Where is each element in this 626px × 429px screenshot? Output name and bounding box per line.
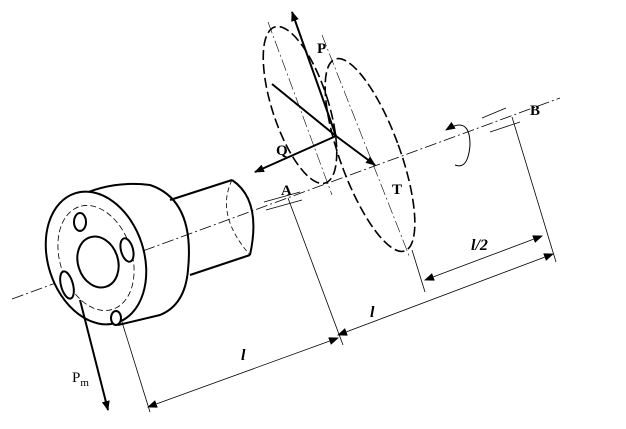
radius-line — [271, 83, 337, 137]
label-T: T — [392, 182, 402, 198]
dim-label-l-half: l/2 — [471, 237, 488, 254]
label-P: P — [317, 41, 326, 57]
dim-label-l-right: l — [370, 304, 375, 321]
dim-label-l-left: l — [241, 347, 246, 364]
bolt-hole — [73, 212, 87, 232]
rotation-arrow-icon — [445, 121, 471, 167]
dim-line-l-right — [337, 253, 554, 336]
force-Q-arrow — [254, 135, 337, 173]
flange — [44, 182, 190, 326]
dim-line-l-half — [424, 235, 543, 281]
label-Pm: Pm — [72, 370, 89, 389]
dim-line-l-left — [147, 337, 339, 408]
bolt-hole — [110, 310, 122, 326]
label-B: B — [530, 103, 540, 119]
label-A: A — [281, 183, 292, 199]
label-Q: Q — [276, 143, 288, 159]
bearing-marks — [263, 107, 521, 211]
gear-disc-left — [262, 25, 338, 185]
center-axis — [11, 97, 561, 300]
extension-lines — [121, 116, 557, 413]
force-P-arrow — [291, 11, 337, 137]
shaft — [169, 179, 255, 276]
bolt-hole — [119, 237, 135, 263]
gear-disc-right — [324, 57, 416, 253]
bolt-hole — [59, 270, 75, 300]
force-T-arrow — [335, 135, 376, 166]
force-Pm-arrow — [79, 299, 110, 411]
